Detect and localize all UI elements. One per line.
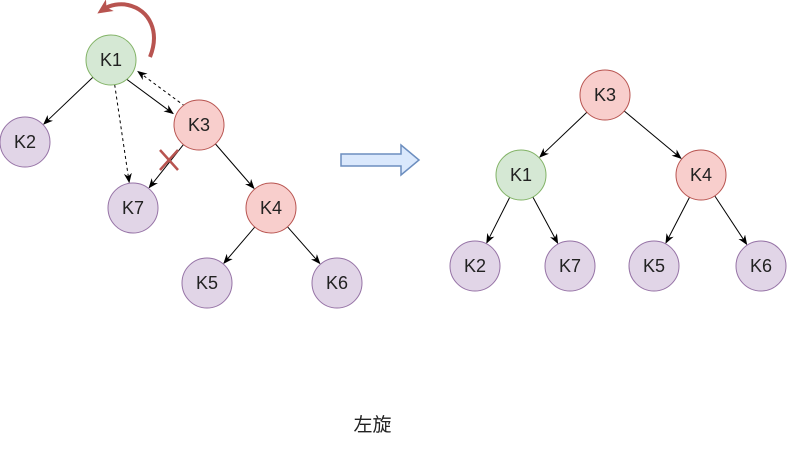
after-node-k5: K5 — [628, 240, 680, 292]
before-node-label: K1 — [100, 50, 122, 70]
after-node-label: K2 — [464, 256, 486, 276]
after-node-k3: K3 — [579, 69, 631, 121]
before-edge-k4-to-k5 — [223, 226, 256, 264]
after-node-label: K4 — [690, 165, 712, 185]
before-node-label: K5 — [196, 273, 218, 293]
after-node-k6: K6 — [735, 240, 787, 292]
cut-cross-icon — [159, 149, 179, 171]
before-node-label: K2 — [14, 132, 36, 152]
after-node-label: K1 — [510, 165, 532, 185]
after-edge-k4-to-k6 — [714, 195, 748, 246]
before-node-circle — [0, 116, 51, 168]
before-node-k1: K1 — [85, 34, 137, 86]
before-node-k7: K7 — [107, 182, 159, 234]
after-edge-k1-to-k7 — [532, 196, 559, 244]
after-node-circle — [449, 240, 501, 292]
after-node-circle — [495, 149, 547, 201]
before-node-label: K4 — [260, 198, 282, 218]
after-node-label: K7 — [559, 256, 581, 276]
before-edge-k1-to-k2 — [43, 76, 94, 125]
before-node-label: K3 — [188, 115, 210, 135]
before-node-k3: K3 — [173, 99, 225, 151]
after-node-label: K5 — [643, 256, 665, 276]
before-edge-k1-to-k7-dashed — [114, 84, 132, 184]
after-node-k1: K1 — [495, 149, 547, 201]
after-node-label: K3 — [594, 85, 616, 105]
rotate-left-arrow — [97, 0, 156, 58]
decor-layer — [97, 0, 421, 177]
after-node-k2: K2 — [449, 240, 501, 292]
edges-layer — [43, 70, 748, 265]
before-edge-k3-to-k4 — [215, 143, 255, 190]
before-edge-k3-to-k1-dashed — [137, 70, 186, 107]
before-node-circle — [107, 182, 159, 234]
before-node-circle — [173, 99, 225, 151]
after-edge-k3-to-k4 — [623, 110, 682, 159]
transform-arrow — [340, 143, 421, 177]
before-edge-k4-to-k6 — [287, 226, 321, 265]
after-node-circle — [544, 240, 596, 292]
after-node-label: K6 — [750, 256, 772, 276]
after-node-circle — [675, 149, 727, 201]
after-node-circle — [579, 69, 631, 121]
before-node-k5: K5 — [181, 257, 233, 309]
before-node-label: K7 — [122, 198, 144, 218]
after-edge-k4-to-k5 — [665, 196, 690, 244]
after-edge-k3-to-k1 — [539, 111, 588, 158]
before-node-circle — [85, 34, 137, 86]
before-node-k2: K2 — [0, 116, 51, 168]
after-node-k7: K7 — [544, 240, 596, 292]
before-node-circle — [181, 257, 233, 309]
before-node-k6: K6 — [311, 257, 363, 309]
after-edge-k1-to-k2 — [486, 197, 511, 244]
before-node-circle — [245, 182, 297, 234]
before-node-k4: K4 — [245, 182, 297, 234]
after-node-circle — [628, 240, 680, 292]
before-edge-k1-to-k3 — [125, 78, 174, 115]
before-node-label: K6 — [326, 273, 348, 293]
before-node-circle — [311, 257, 363, 309]
after-node-circle — [735, 240, 787, 292]
diagram-caption: 左旋 — [353, 414, 392, 436]
after-node-k4: K4 — [675, 149, 727, 201]
